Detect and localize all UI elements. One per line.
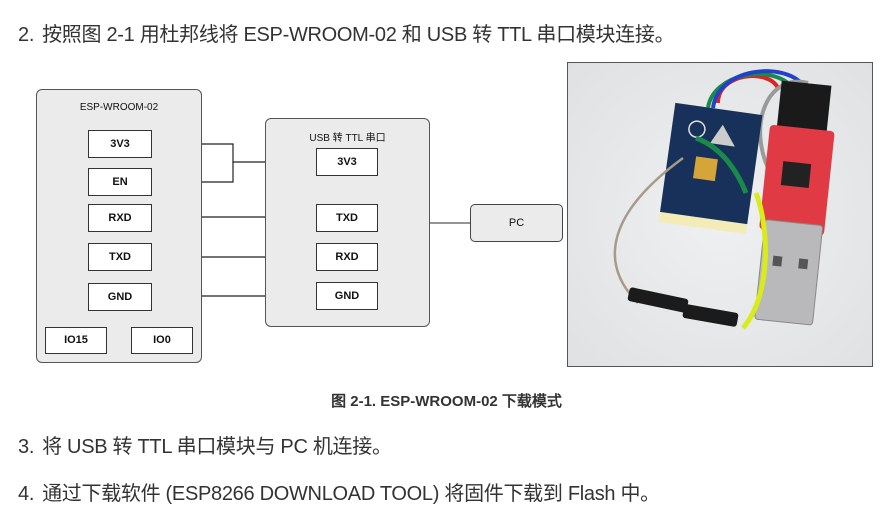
step-text: 按照图 2-1 用杜邦线将 ESP-WROOM-02 和 USB 转 TTL 串…: [42, 24, 675, 46]
figure-caption: 图 2-1. ESP-WROOM-02 下载模式: [331, 393, 562, 410]
step-4: 4. 通过下载软件 (ESP8266 DOWNLOAD TOOL) 将固件下载到 …: [18, 477, 660, 506]
usb-pin-rxd: RXD: [316, 243, 378, 271]
hardware-photo-illustration: [568, 63, 872, 366]
esp-block-title: ESP-WROOM-02: [79, 102, 159, 113]
step-text: 将 USB 转 TTL 串口模块与 PC 机连接。: [42, 436, 392, 458]
step-3: 3. 将 USB 转 TTL 串口模块与 PC 机连接。: [18, 430, 392, 459]
step-text: 通过下载软件 (ESP8266 DOWNLOAD TOOL) 将固件下载到 Fl…: [42, 483, 660, 505]
esp-pin-en: EN: [88, 168, 152, 196]
hardware-photo: [567, 62, 873, 367]
step-number: 3.: [18, 436, 35, 458]
esp-pin-rxd: RXD: [88, 204, 152, 232]
usb-pin-gnd: GND: [316, 282, 378, 310]
step-number: 4.: [18, 483, 35, 505]
pc-block: PC: [470, 204, 563, 242]
esp-pin-io15: IO15: [45, 327, 107, 354]
step-2: 2. 按照图 2-1 用杜邦线将 ESP-WROOM-02 和 USB 转 TTL…: [18, 18, 675, 47]
step-number: 2.: [18, 24, 35, 46]
esp-pin-io0: IO0: [131, 327, 193, 354]
esp-pin-txd: TXD: [88, 243, 152, 271]
usb-ttl-block-title: USB 转 TTL 串口: [309, 133, 386, 144]
usb-pin-txd: TXD: [316, 204, 378, 232]
esp-pin-3v3: 3V3: [88, 130, 152, 158]
usb-pin-3v3: 3V3: [316, 148, 378, 176]
esp-pin-gnd: GND: [88, 283, 152, 311]
